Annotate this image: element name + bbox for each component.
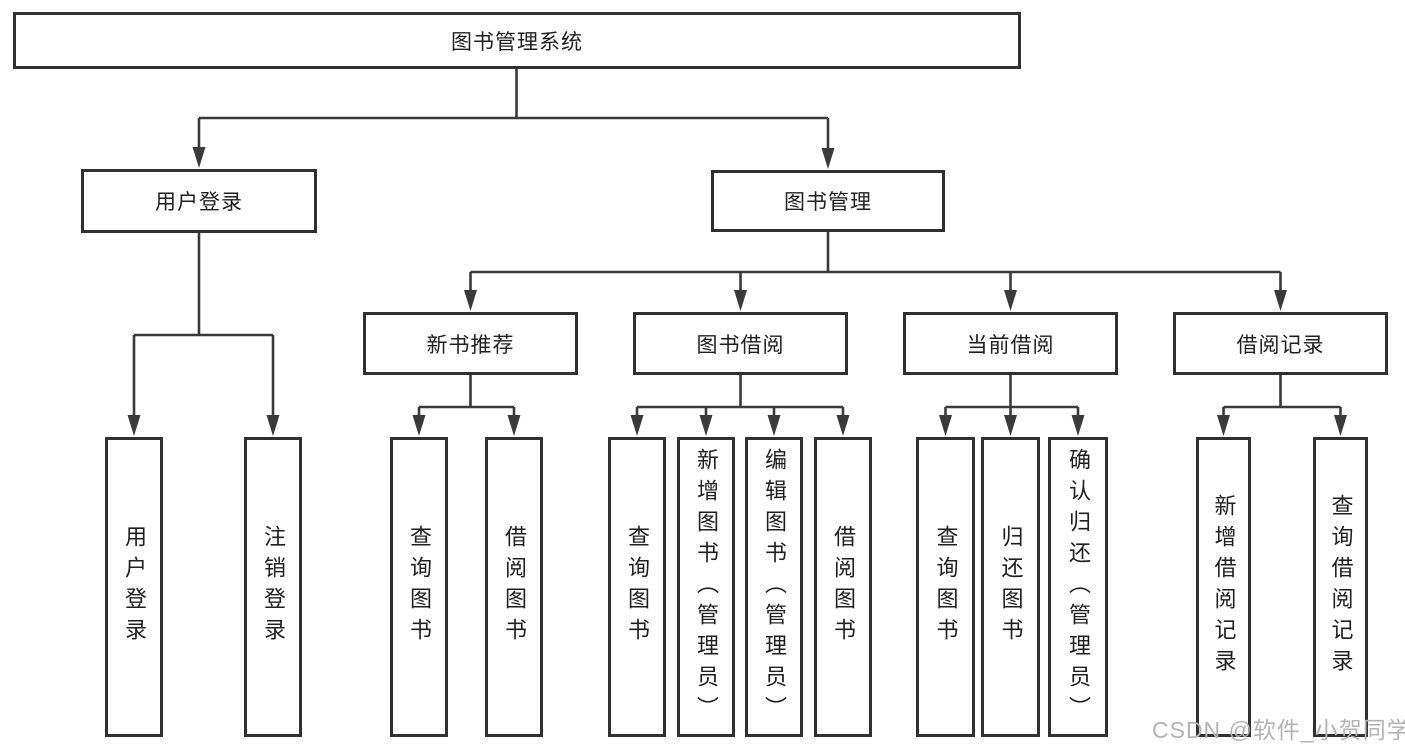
node-current-borrowing: 当前借阅 [903, 312, 1118, 375]
leaf-query-books-borrowing: 查询图书 [608, 437, 666, 737]
leaf-return-books-label: 归还图书 [998, 525, 1024, 649]
node-new-book-recommendation-label: 新书推荐 [426, 333, 515, 357]
leaf-edit-books-admin-label: 编辑图书（管理员） [762, 447, 787, 727]
leaf-query-books-current-label: 查询图书 [933, 525, 959, 649]
node-book-borrowing-label: 图书借阅 [696, 333, 785, 357]
leaf-logout-label: 注销登录 [261, 525, 286, 649]
node-user-login: 用户登录 [81, 169, 317, 233]
node-book-borrowing: 图书借阅 [633, 312, 848, 375]
leaf-query-books-current: 查询图书 [916, 437, 975, 737]
node-borrowing-records-label: 借阅记录 [1236, 333, 1325, 357]
leaf-add-borrow-record: 新增借阅记录 [1196, 437, 1251, 737]
leaf-user-login-label: 用户登录 [122, 525, 147, 649]
node-book-management: 图书管理 [711, 170, 945, 232]
csdn-watermark: CSDN @软件_小贺同学 [1152, 717, 1405, 743]
leaf-borrow-books: 借阅图书 [814, 437, 872, 737]
leaf-edit-books-admin: 编辑图书（管理员） [745, 437, 803, 737]
node-new-book-recommendation: 新书推荐 [363, 312, 578, 375]
leaf-query-borrow-record: 查询借阅记录 [1313, 437, 1368, 737]
node-root-label: 图书管理系统 [451, 30, 583, 54]
node-book-management-label: 图书管理 [784, 191, 872, 214]
leaf-query-borrow-record-label: 查询借阅记录 [1328, 494, 1354, 680]
leaf-confirm-return-admin-label: 确认归还（管理员） [1066, 447, 1091, 727]
leaf-query-books-recommend: 查询图书 [390, 437, 448, 737]
leaf-add-books-admin: 新增图书（管理员） [677, 437, 735, 737]
leaf-user-login: 用户登录 [105, 437, 163, 737]
node-user-login-label: 用户登录 [155, 191, 243, 214]
leaf-borrow-books-recommend: 借阅图书 [485, 437, 543, 737]
leaf-borrow-books-recommend-label: 借阅图书 [502, 525, 527, 649]
leaf-query-books-recommend-label: 查询图书 [407, 525, 432, 649]
leaf-borrow-books-label: 借阅图书 [831, 525, 856, 649]
node-borrowing-records: 借阅记录 [1173, 312, 1388, 375]
leaf-logout: 注销登录 [244, 437, 302, 737]
leaf-return-books: 归还图书 [981, 437, 1040, 737]
leaf-add-books-admin-label: 新增图书（管理员） [694, 447, 719, 727]
leaf-confirm-return-admin: 确认归还（管理员） [1048, 437, 1108, 737]
leaf-query-books-borrowing-label: 查询图书 [625, 525, 650, 649]
leaf-add-borrow-record-label: 新增借阅记录 [1211, 494, 1237, 680]
node-root: 图书管理系统 [13, 12, 1021, 69]
node-current-borrowing-label: 当前借阅 [966, 333, 1055, 357]
